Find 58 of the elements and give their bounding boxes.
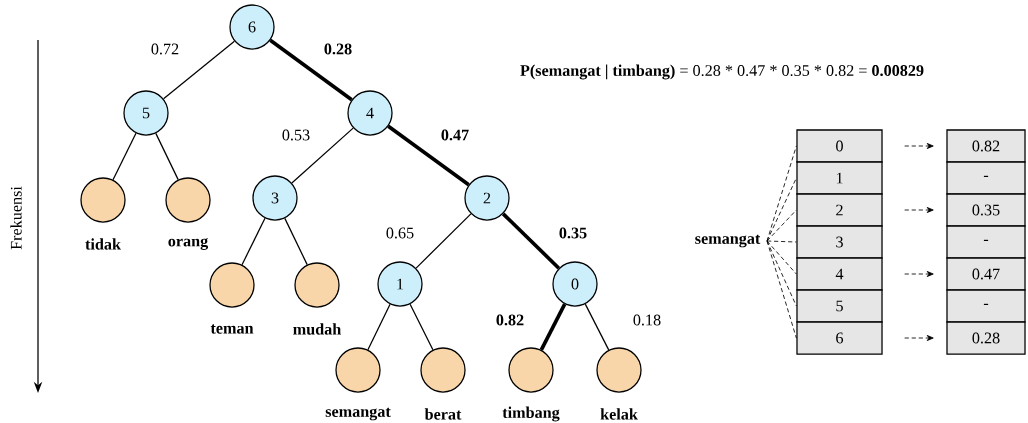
table-cell: - [946, 289, 1026, 323]
edge-label: 0.18 [631, 313, 663, 327]
word-label: orang [168, 238, 209, 250]
formula: P(semangat | timbang) = 0.28 * 0.47 * 0.35 * 0.82 = 0.00829 [520, 64, 924, 80]
tree-branch [162, 40, 236, 100]
arrow [904, 335, 934, 341]
tree-node: 4 [347, 90, 393, 136]
table-cell: 1 [796, 161, 883, 195]
table-cell: 3 [796, 225, 883, 259]
tree-branch [284, 217, 308, 266]
edge-label: 0.65 [384, 226, 416, 240]
word-label: tidak [85, 238, 121, 250]
tree-branch [584, 303, 610, 351]
arrow [904, 207, 934, 213]
word-label: mudah [293, 323, 342, 335]
tree-node: 1 [377, 261, 423, 307]
word-label: timbang [502, 406, 560, 422]
word-label: semangat [325, 407, 391, 421]
tree-branch [409, 303, 434, 351]
table-cell: 0 [796, 129, 883, 163]
table-cell: 2 [796, 193, 883, 227]
table-cell: - [946, 225, 1026, 259]
tree-node: 2 [464, 175, 510, 221]
tree-node: 5 [123, 90, 169, 136]
edge-label: 0.28 [322, 42, 354, 56]
word-label: berat [424, 408, 462, 420]
table-cell: 0.28 [946, 321, 1026, 355]
word-label: semangat [695, 234, 761, 248]
edge-label: 0.35 [557, 226, 589, 240]
edge-label: 0.82 [494, 313, 526, 327]
table-cell: 6 [796, 321, 883, 355]
word-label: teman [210, 324, 254, 334]
tree-node: 6 [229, 4, 275, 50]
table-cell: - [946, 161, 1026, 195]
tree-branch [387, 124, 470, 187]
table-cell: 0.82 [946, 129, 1026, 163]
arrow [904, 143, 934, 149]
tree-branch [112, 132, 137, 181]
edge-label: 0.53 [280, 128, 312, 142]
tree-branch [539, 303, 567, 351]
table-cell: 4 [796, 257, 883, 291]
tree-branch [367, 303, 391, 351]
word-label: kelak [600, 408, 638, 420]
tree-node: 0 [552, 261, 598, 307]
tree-branch [415, 213, 472, 269]
tree-branch [291, 127, 354, 184]
tree-branch [155, 132, 179, 181]
tree-node: 3 [252, 175, 298, 221]
table-cell: 5 [796, 289, 883, 323]
tree-branch [501, 212, 561, 270]
edge-label: 0.47 [439, 128, 471, 142]
axis-label: Frekuensi [10, 186, 22, 250]
table-cell: 0.47 [946, 257, 1026, 291]
edge-label: 0.72 [149, 42, 181, 56]
tree-branch [269, 38, 353, 102]
table-cell: 0.35 [946, 193, 1026, 227]
arrow [904, 271, 934, 277]
tree-branch [241, 217, 266, 266]
